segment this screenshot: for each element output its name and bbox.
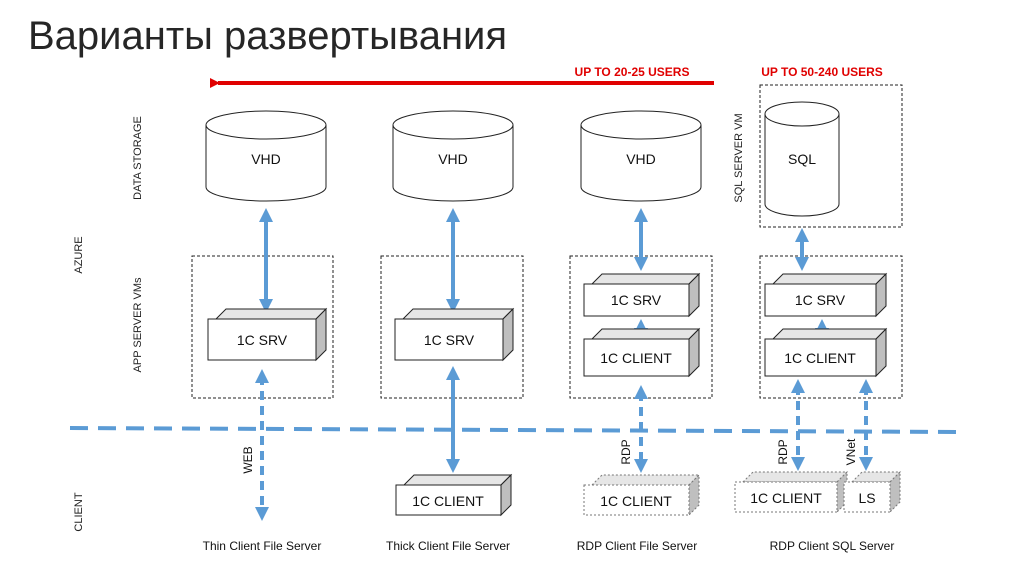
sql-server-vm-label: SQL SERVER VM [733,113,745,202]
srv-box-4: 1C SRV [764,272,888,318]
column-caption-2: Thick Client File Server [386,539,510,553]
client-label-4: 1C CLIENT [750,490,822,506]
srv-box-3: 1C SRV [583,272,701,318]
vhd-cylinder-3: VHD [580,110,702,202]
srv-box-2: 1C SRV [394,307,515,362]
vm-client-label-4: 1C CLIENT [784,350,856,366]
vhd-cylinder-2: VHD [392,110,514,202]
network-boundary-line [69,426,961,434]
ls-label: LS [858,490,875,506]
srv-label-3: 1C SRV [611,292,662,308]
vm-client-box-3: 1C CLIENT [583,327,701,378]
rdp-label-4: RDP [776,439,790,464]
vhd-label-1: VHD [251,151,281,167]
sql-label: SQL [788,151,816,167]
client-label-2: 1C CLIENT [412,493,484,509]
column-caption-3: RDP Client File Server [577,539,697,553]
right-users-label: UP TO 50-240 USERS [761,65,883,79]
srv-label-4: 1C SRV [795,292,846,308]
column-caption-1: Thin Client File Server [203,539,322,553]
app-vm-frame-4 [759,255,903,399]
vm-client-label-3: 1C CLIENT [600,350,672,366]
slide-title: Варианты развертывания [28,14,508,58]
ls-box: LS [843,470,902,514]
client-label-3: 1C CLIENT [600,493,672,509]
client-box-4: 1C CLIENT [734,470,849,514]
data-storage-label: DATA STORAGE [132,116,144,200]
web-label: WEB [241,446,255,473]
column-caption-4: RDP Client SQL Server [770,539,895,553]
vm-client-box-4: 1C CLIENT [764,327,888,378]
srv-label-2: 1C SRV [424,332,475,348]
azure-label: AZURE [73,236,85,273]
vnet-label: VNet [844,438,858,465]
rdp-label-3: RDP [619,439,633,464]
client-box-2: 1C CLIENT [395,473,513,517]
srv-box-1: 1C SRV [207,307,328,362]
srv-label-1: 1C SRV [237,332,288,348]
vhd-label-3: VHD [626,151,656,167]
vhd-cylinder-1: VHD [205,110,327,202]
client-box-3: 1C CLIENT [583,473,701,517]
app-server-vms-label: APP SERVER VMs [132,277,144,372]
client-label: CLIENT [73,492,85,531]
sql-vm-frame [759,84,903,228]
left-users-label: UP TO 20-25 USERS [575,65,690,79]
vhd-label-2: VHD [438,151,468,167]
sql-cylinder: SQL [764,101,840,217]
